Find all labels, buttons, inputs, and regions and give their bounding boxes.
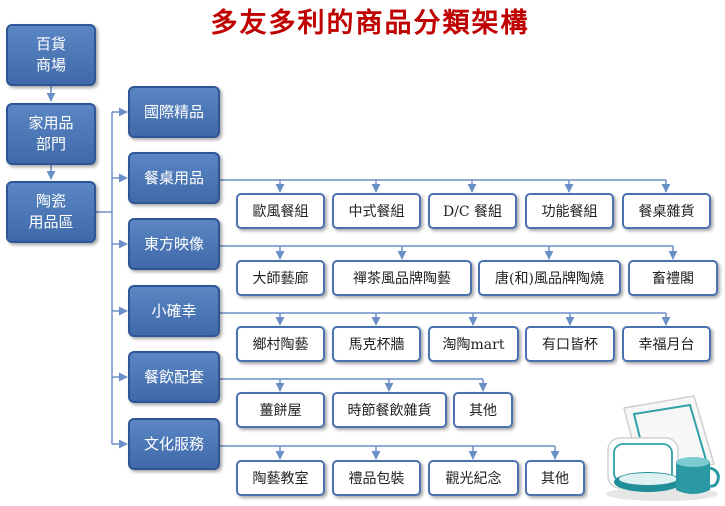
item-box: 餐桌雜貨 — [622, 193, 711, 229]
item-box: 功能餐組 — [525, 193, 614, 229]
item-box: 大師藝廊 — [236, 260, 325, 296]
item-box: 馬克杯牆 — [332, 326, 421, 362]
item-box: 歐風餐組 — [236, 193, 325, 229]
item-box: 禮品包裝 — [332, 460, 421, 496]
category-box-dining: 餐飲配套 — [128, 351, 220, 403]
item-box: 時節餐飲雜貨 — [332, 392, 447, 428]
category-box-international: 國際精品 — [128, 86, 220, 138]
box-label-line2: 商場 — [35, 56, 66, 74]
item-box: 禪茶風品牌陶藝 — [332, 260, 472, 296]
box-label-line1: 陶瓷 — [35, 192, 66, 210]
household-dept-box: 家用品 部門 — [6, 103, 96, 165]
box-label-line2: 用品區 — [28, 213, 74, 231]
item-box: 中式餐組 — [332, 193, 421, 229]
item-box: 畜禮閣 — [628, 260, 718, 296]
item-box: D/C 餐組 — [428, 193, 517, 229]
department-store-box: 百貨 商場 — [6, 24, 96, 86]
item-box: 陶藝教室 — [236, 460, 325, 496]
category-box-small-happiness: 小確幸 — [128, 285, 220, 337]
box-label-line1: 百貨 — [35, 35, 66, 53]
item-box: 幸福月台 — [622, 326, 711, 362]
item-box: 唐(和)風品牌陶燒 — [478, 260, 621, 296]
page-title: 多友多利的商品分類架構 — [210, 8, 530, 39]
category-box-culture: 文化服務 — [128, 418, 220, 470]
category-box-oriental: 東方映像 — [128, 218, 220, 270]
ceramics-area-box: 陶瓷 用品區 — [6, 181, 96, 243]
item-box: 鄉村陶藝 — [236, 326, 325, 362]
item-box: 薑餅屋 — [236, 392, 325, 428]
item-box: 淘陶mart — [428, 326, 519, 362]
item-box: 有口皆杯 — [525, 326, 615, 362]
item-box: 其他 — [453, 392, 513, 428]
box-label-line2: 部門 — [35, 135, 66, 153]
category-box-tableware: 餐桌用品 — [128, 152, 220, 204]
item-box: 觀光紀念 — [428, 460, 519, 496]
item-box: 其他 — [525, 460, 585, 496]
box-label-line1: 家用品 — [28, 114, 74, 132]
dinnerware-photo-image — [606, 395, 720, 501]
